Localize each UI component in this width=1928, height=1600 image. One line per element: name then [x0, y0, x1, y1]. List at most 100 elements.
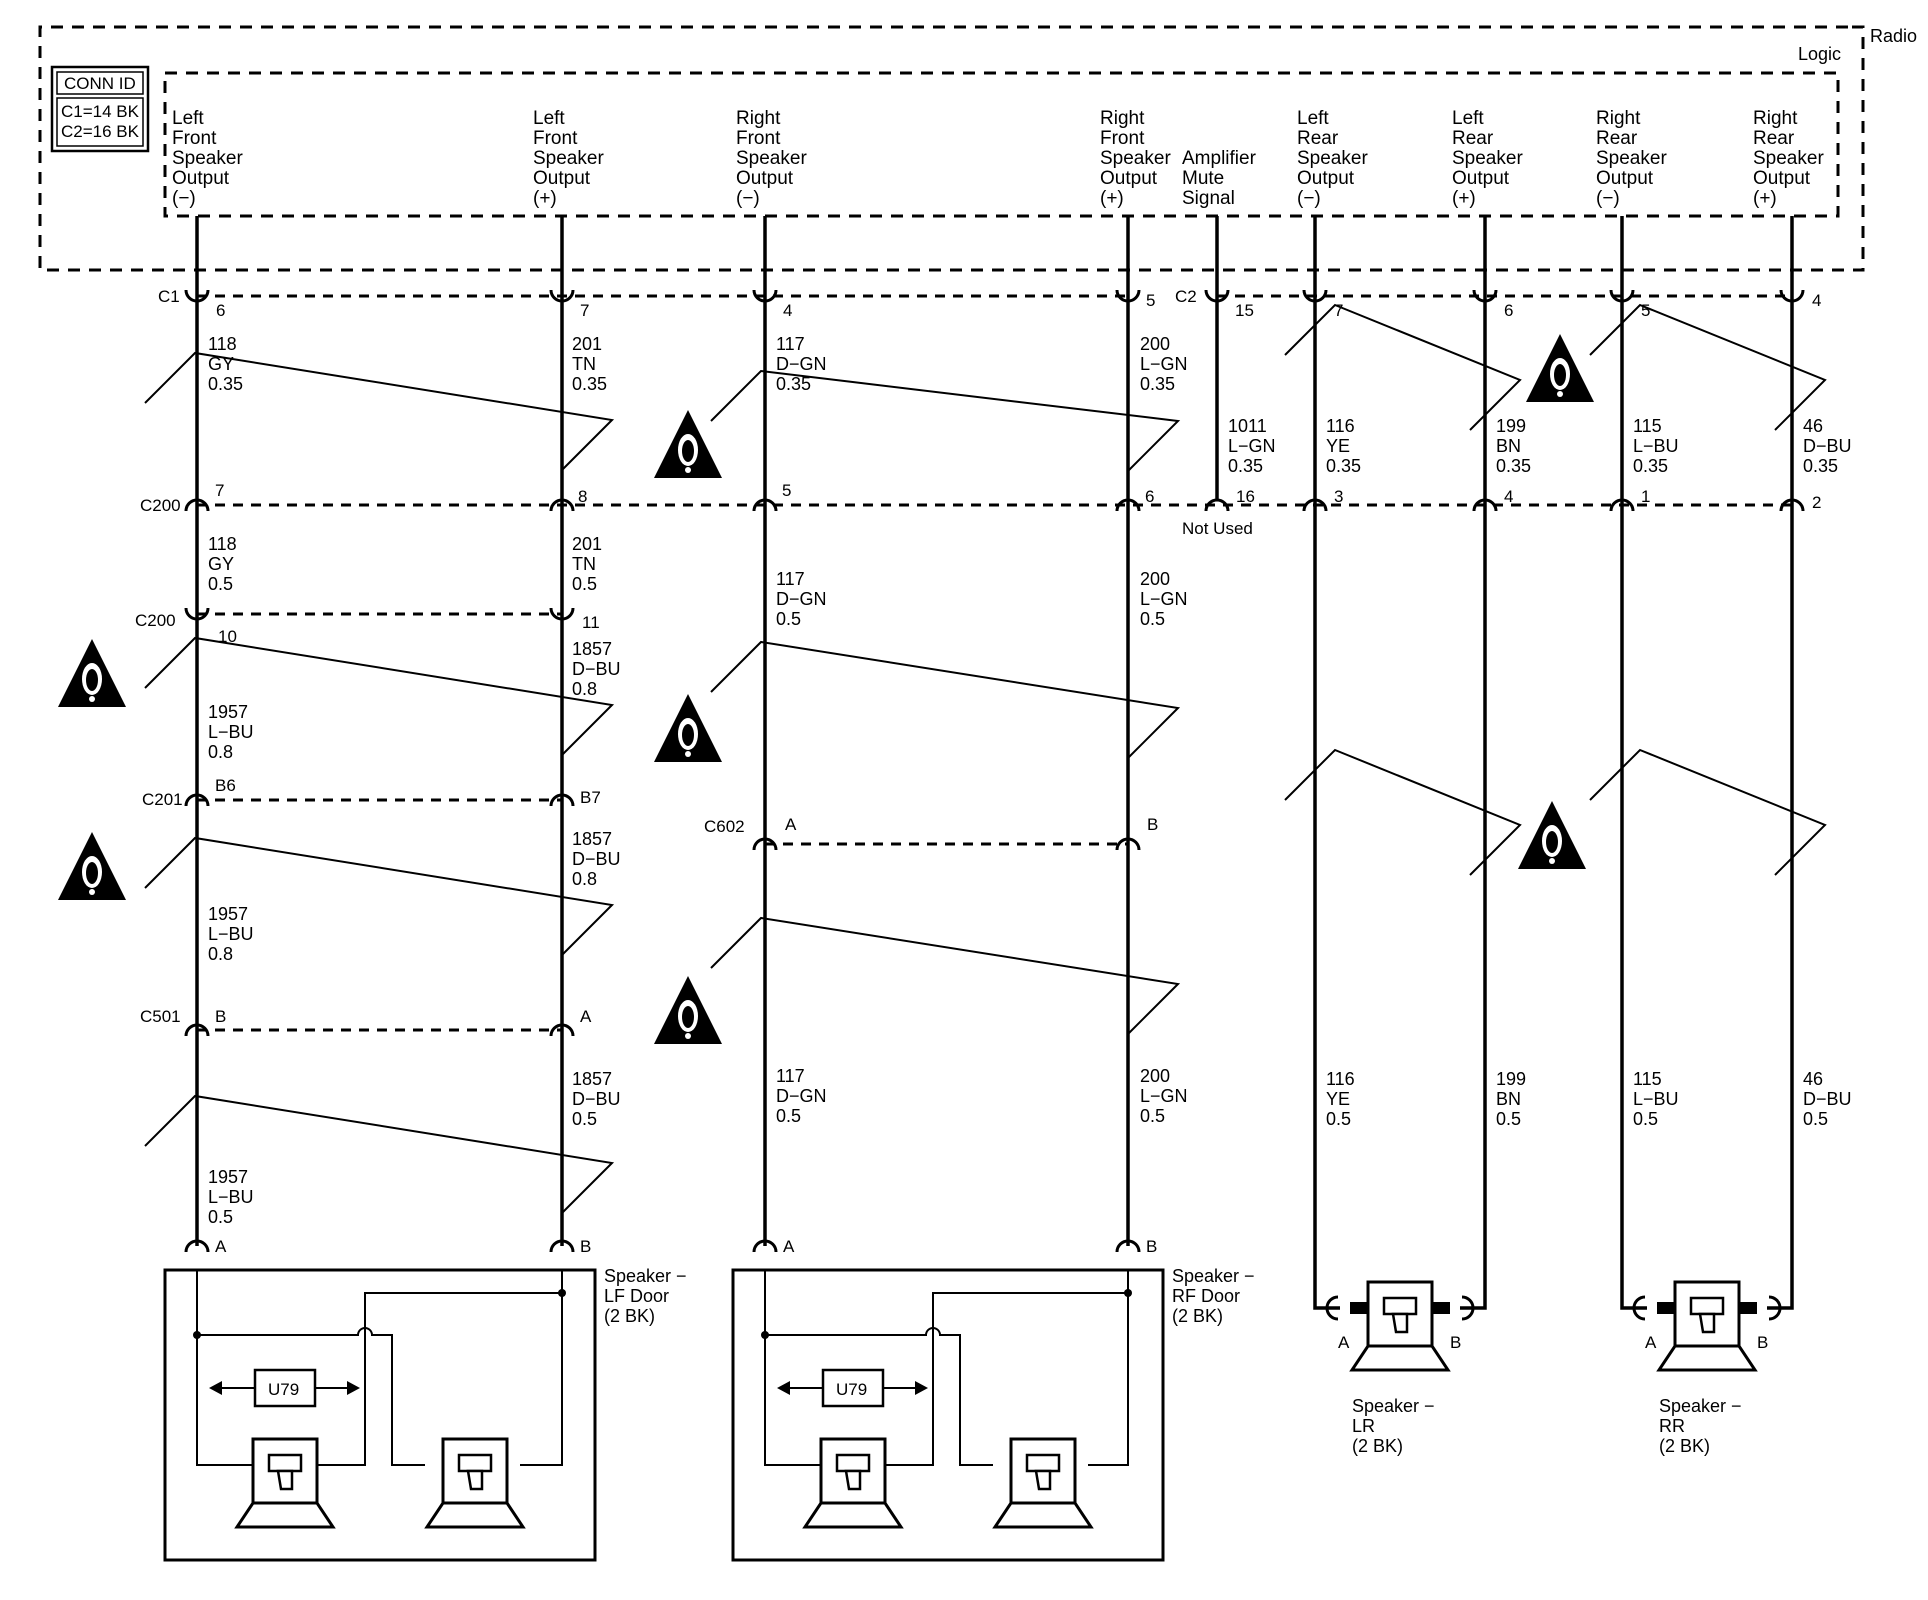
output-label-8-line-4: (+): [1753, 188, 1777, 209]
pin-c602_pins-1: B: [1147, 815, 1158, 834]
wire-w115a-line-0: 115: [1633, 416, 1662, 436]
pin-c200_lower_pins-1: 11: [582, 613, 600, 632]
warning-icon: [654, 976, 722, 1044]
rf-door-line2: RF Door: [1172, 1286, 1240, 1306]
pin-c1_pins-1: 7: [580, 301, 589, 320]
pin-c200_upper_pins-8: 2: [1812, 493, 1821, 512]
wire-w117b-line-0: 117: [776, 569, 805, 589]
wire-w200a-line-2: 0.35: [1140, 374, 1175, 394]
u79-label: U79: [268, 1380, 299, 1399]
wires: [195, 216, 1794, 1310]
pin-c200_upper_pins-0: 7: [215, 481, 224, 500]
pin-speaker_pins-3: B: [1146, 1237, 1157, 1256]
output-label-0-line-2: Speaker: [172, 148, 243, 169]
wire-w118b-line-0: 118: [208, 534, 237, 554]
wire-w46b-line-0: 46: [1803, 1069, 1823, 1089]
output-label-5-line-2: Speaker: [1297, 148, 1368, 169]
rr-pin-b: B: [1757, 1333, 1768, 1352]
c200-label: C200: [140, 496, 181, 515]
pin-c200_upper_pins-1: 8: [578, 487, 587, 506]
output-label-2-line-4: (−): [736, 188, 760, 209]
wire-w1857b-line-2: 0.8: [572, 869, 597, 889]
wire-w1957c-line-1: L−BU: [208, 1187, 254, 1207]
wire-w117b-line-2: 0.5: [776, 609, 801, 629]
output-label-4-line-2: Signal: [1182, 188, 1235, 209]
output-label-0-line-3: Output: [172, 168, 230, 189]
output-label-7-line-1: Rear: [1596, 128, 1638, 149]
output-label-3-line-4: (+): [1100, 188, 1124, 209]
wire-w117a-line-1: D−GN: [776, 354, 827, 374]
wire-w199a-line-0: 199: [1496, 416, 1526, 436]
wire-w199a-line-1: BN: [1496, 436, 1521, 456]
lr-pin-b: B: [1450, 1333, 1461, 1352]
speaker-lf-door: U79 Speaker − LF Door (2 BK): [163, 1266, 687, 1562]
c1-label: C1: [158, 287, 180, 306]
output-label-2-line-0: Right: [736, 108, 781, 129]
wire-w1857a-line-0: 1857: [572, 639, 612, 659]
pin-c2_pins-3: 5: [1641, 301, 1650, 320]
wire-w199b-line-2: 0.5: [1496, 1109, 1521, 1129]
wire-w1957a-line-2: 0.8: [208, 742, 233, 762]
pin-c2_pins-0: 15: [1235, 301, 1254, 320]
output-labels: LeftFrontSpeakerOutput(−)LeftFrontSpeake…: [172, 108, 1824, 209]
wire-w1857c-line-1: D−BU: [572, 1089, 621, 1109]
pin-c1_pins-3: 5: [1146, 291, 1155, 310]
warning-icon: [1526, 334, 1594, 402]
output-label-3-line-3: Output: [1100, 168, 1158, 189]
wire-w1857c-line-0: 1857: [572, 1069, 612, 1089]
output-label-8-line-3: Output: [1753, 168, 1811, 189]
pin-speaker_pins-1: B: [580, 1237, 591, 1256]
wire-w1011-line-2: 0.35: [1228, 456, 1263, 476]
speaker-icon: [993, 1437, 1093, 1529]
output-label-7-line-0: Right: [1596, 108, 1641, 129]
u79-label: U79: [836, 1380, 867, 1399]
output-label-3-line-0: Right: [1100, 108, 1145, 129]
wire-w46a-line-1: D−BU: [1803, 436, 1852, 456]
wire-w1957c-line-2: 0.5: [208, 1207, 233, 1227]
output-label-4-line-0: Amplifier: [1182, 148, 1257, 169]
conn-id-c1: C1=14 BK: [61, 102, 140, 121]
speaker-icon: [1657, 1280, 1757, 1372]
wire-w201a-line-2: 0.35: [572, 374, 607, 394]
wire-w116a-line-0: 116: [1326, 416, 1355, 436]
output-label-7-line-2: Speaker: [1596, 148, 1667, 169]
wire-w115b-line-0: 115: [1633, 1069, 1662, 1089]
wire-w200a-line-0: 200: [1140, 334, 1170, 354]
wire-w115b-line-1: L−BU: [1633, 1089, 1679, 1109]
output-label-4-line-1: Mute: [1182, 168, 1224, 189]
wire-w116b-line-2: 0.5: [1326, 1109, 1351, 1129]
pin-c200_upper_pins-7: 1: [1641, 487, 1650, 506]
rf-door-line1: Speaker −: [1172, 1266, 1255, 1286]
wire-w201b-line-0: 201: [572, 534, 602, 554]
wire-w1957b-line-2: 0.8: [208, 944, 233, 964]
output-label-2-line-2: Speaker: [736, 148, 807, 169]
warning-icon: [58, 832, 126, 900]
wire-w200c-line-2: 0.5: [1140, 1106, 1165, 1126]
speaker-icon: [1350, 1280, 1450, 1372]
pin-c200_upper_pins-5: 3: [1334, 487, 1343, 506]
wire-w1857a-line-1: D−BU: [572, 659, 621, 679]
output-label-2-line-3: Output: [736, 168, 794, 189]
speaker-icon: [425, 1437, 525, 1529]
wire-w201a-line-1: TN: [572, 354, 596, 374]
wire-w201b-line-2: 0.5: [572, 574, 597, 594]
pin-c602_pins-0: A: [785, 815, 797, 834]
wire-w1011-line-0: 1011: [1228, 416, 1267, 436]
lr-line1: Speaker −: [1352, 1396, 1435, 1416]
output-label-6-line-3: Output: [1452, 168, 1510, 189]
wire-w1011-line-1: L−GN: [1228, 436, 1276, 456]
output-label-0-line-4: (−): [172, 188, 196, 209]
rr-line2: RR: [1659, 1416, 1685, 1436]
wire-w201a-line-0: 201: [572, 334, 602, 354]
rf-door-line3: (2 BK): [1172, 1306, 1223, 1326]
wire-w1857b-line-1: D−BU: [572, 849, 621, 869]
wire-labels: 118GY0.35201TN0.35117D−GN0.35200L−GN0.35…: [208, 334, 1852, 1227]
logic-label: Logic: [1798, 44, 1841, 64]
output-label-1-line-3: Output: [533, 168, 591, 189]
wire-w200a-line-1: L−GN: [1140, 354, 1188, 374]
wire-w118a-line-1: GY: [208, 354, 234, 374]
output-label-1-line-2: Speaker: [533, 148, 604, 169]
wire-w118b-line-1: GY: [208, 554, 234, 574]
output-label-6-line-0: Left: [1452, 108, 1484, 129]
